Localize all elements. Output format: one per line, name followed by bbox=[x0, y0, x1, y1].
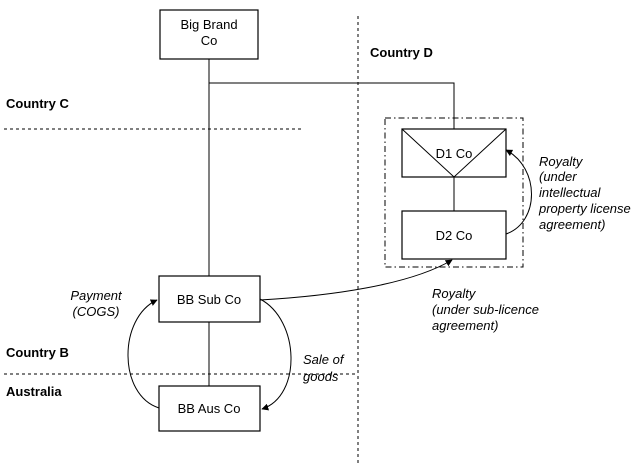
svg-text:intellectual: intellectual bbox=[539, 185, 602, 200]
sale-of-goods-arrow bbox=[259, 298, 292, 411]
svg-text:Sale of: Sale of bbox=[303, 352, 345, 367]
sale-of-goods-label: Sale of goods bbox=[303, 352, 345, 384]
svg-text:property license: property license bbox=[538, 201, 631, 216]
payment-label: Payment (COGS) bbox=[70, 288, 123, 319]
svg-text:Royalty: Royalty bbox=[432, 286, 477, 301]
svg-text:Payment: Payment bbox=[70, 288, 123, 303]
svg-text:goods: goods bbox=[303, 369, 339, 384]
country-b-label: Country B bbox=[6, 345, 69, 360]
bb-sub-co-label: BB Sub Co bbox=[177, 292, 241, 307]
big-brand-co-label-line2: Co bbox=[201, 33, 218, 48]
d2-co-box[interactable]: D2 Co bbox=[401, 210, 507, 260]
d2-co-label: D2 Co bbox=[436, 228, 473, 243]
svg-text:agreement): agreement) bbox=[539, 217, 605, 232]
svg-text:(COGS): (COGS) bbox=[73, 304, 120, 319]
bb-sub-co-box[interactable]: BB Sub Co bbox=[158, 275, 261, 323]
d1-co-label: D1 Co bbox=[436, 146, 473, 161]
svg-text:(under sub-licence: (under sub-licence bbox=[432, 302, 539, 317]
country-d-group-box bbox=[384, 117, 524, 268]
svg-text:agreement): agreement) bbox=[432, 318, 498, 333]
big-brand-co-label-line1: Big Brand bbox=[180, 17, 237, 32]
svg-text:Royalty: Royalty bbox=[539, 154, 584, 169]
bb-aus-co-box[interactable]: BB Aus Co bbox=[158, 385, 261, 432]
australia-label: Australia bbox=[6, 384, 62, 399]
big-brand-co-box[interactable]: Big Brand Co bbox=[159, 9, 259, 60]
royalty-ip-label: Royalty (under intellectual property lic… bbox=[538, 154, 631, 232]
country-d-label: Country D bbox=[370, 45, 433, 60]
d1-co-box[interactable]: D1 Co bbox=[401, 128, 507, 178]
ownership-line-d1 bbox=[209, 82, 455, 129]
royalty-ip-arrow bbox=[505, 149, 532, 235]
country-c-label: Country C bbox=[6, 96, 69, 111]
d1-co-hybrid-symbol bbox=[401, 128, 507, 178]
payment-arrow bbox=[127, 299, 160, 409]
royalty-sub-label: Royalty (under sub-licence agreement) bbox=[432, 286, 539, 333]
bb-aus-co-label: BB Aus Co bbox=[178, 401, 241, 416]
svg-text:(under: (under bbox=[539, 169, 577, 184]
royalty-sub-arrow bbox=[259, 259, 453, 301]
